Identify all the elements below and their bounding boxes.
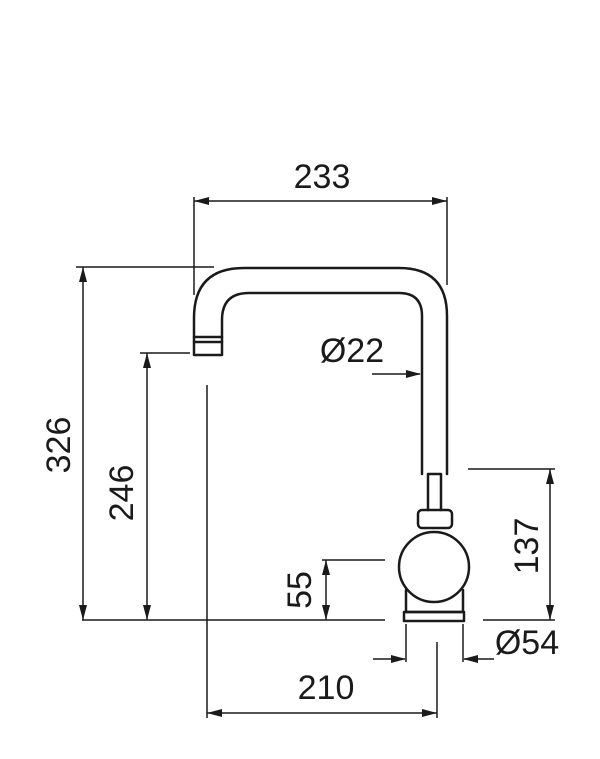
handle-height-label: 137 [508,518,546,575]
faucet-outline [192,266,471,623]
dimension-total-height: 326 [40,267,87,620]
base-plate [402,610,466,623]
dimension-base-diameter: Ø54 [373,624,559,663]
dimension-spout-projection: 210 [207,669,437,717]
mixer-body [397,530,471,604]
total-height-label: 326 [40,417,78,474]
spout-outer-contour [192,266,449,476]
spout-reach-label: 233 [294,158,351,196]
spout-projection-label: 210 [298,669,355,707]
spout-inner-contour [220,291,424,476]
dimension-pipe-diameter: Ø22 [320,332,421,378]
pipe-diameter-label: Ø22 [320,332,384,370]
extension-lines [76,197,555,718]
outlet-height-label: 246 [103,465,141,522]
connector-collar [416,508,454,530]
base-height-label: 55 [281,571,319,609]
dimension-handle-height: 137 [508,469,554,620]
spout-outlet-nozzle [192,335,224,357]
pipe-connector [426,472,443,512]
dimension-spout-reach: 233 [194,158,447,205]
dimension-base-height: 55 [281,560,330,620]
dimension-outlet-height: 246 [103,353,151,620]
base-diameter-label: Ø54 [495,624,559,662]
